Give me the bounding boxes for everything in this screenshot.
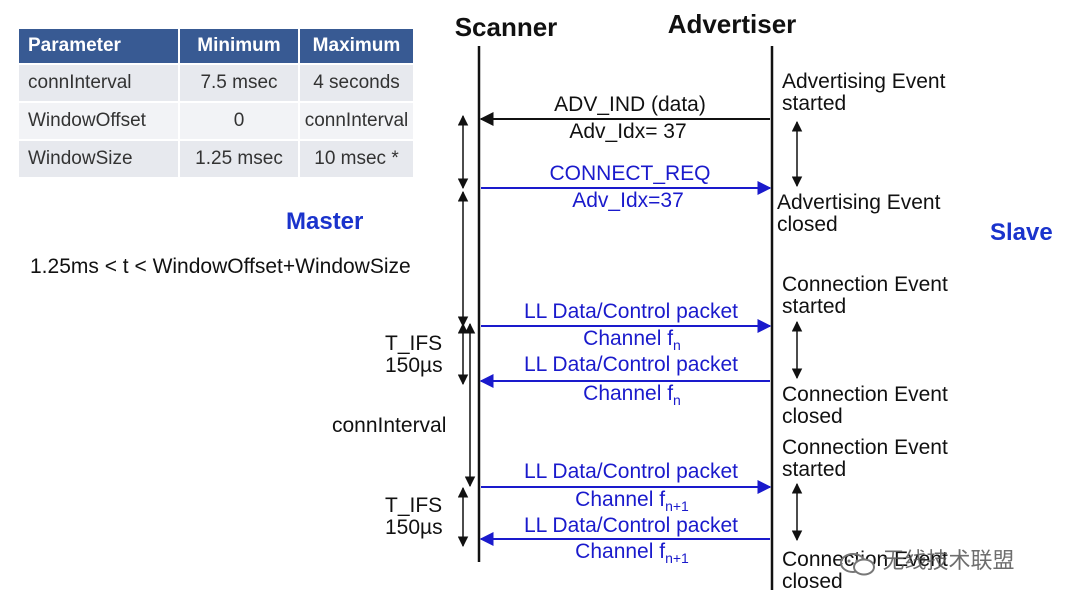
adv-event-started-1: Advertising Event bbox=[782, 70, 946, 93]
table-cell: connInterval bbox=[298, 101, 415, 141]
table-cell: 10 msec * bbox=[298, 139, 415, 179]
adv-event-closed-1: Advertising Event bbox=[777, 191, 941, 214]
adv-ind-label: ADV_IND (data) bbox=[554, 93, 706, 116]
wechat-logo-icon bbox=[840, 552, 875, 576]
connect-req-label: CONNECT_REQ bbox=[549, 162, 711, 185]
tifs-2-value: 150µs bbox=[385, 516, 443, 539]
ll-packet-2-channel: Channel fn bbox=[583, 383, 681, 411]
table-cell: 4 seconds bbox=[298, 63, 415, 103]
channel-text: Channel f bbox=[575, 540, 666, 563]
table-cell: 0 bbox=[178, 101, 300, 141]
tifs-1-label: T_IFS bbox=[385, 332, 443, 355]
channel-index: n+1 bbox=[665, 550, 689, 567]
ll-packet-4-channel: Channel fn+1 bbox=[575, 541, 689, 569]
table-cell: 7.5 msec bbox=[178, 63, 300, 103]
watermark-text: 无线技术联盟 bbox=[882, 548, 1015, 573]
advertiser-header: Advertiser bbox=[667, 9, 797, 39]
slave-label: Slave bbox=[990, 219, 1053, 246]
conn-event-1-closed-2: closed bbox=[782, 405, 843, 428]
header-minimum: Minimum bbox=[178, 27, 300, 65]
ll-packet-1-channel: Channel fn bbox=[583, 328, 681, 356]
connect-req-sub: Adv_Idx=37 bbox=[572, 189, 684, 212]
scanner-header: Scanner bbox=[454, 12, 558, 42]
channel-index: n bbox=[673, 392, 681, 409]
conn-event-2-started-2: started bbox=[782, 458, 847, 481]
tifs-1-value: 150µs bbox=[385, 354, 443, 377]
table-cell: connInterval bbox=[17, 63, 180, 103]
adv-ind-sub: Adv_Idx= 37 bbox=[569, 120, 687, 143]
table-cell: WindowOffset bbox=[17, 101, 180, 141]
conn-event-1-started-1: Connection Event bbox=[782, 273, 948, 296]
conn-event-2-started-1: Connection Event bbox=[782, 436, 948, 459]
conn-event-2-closed-2: closed bbox=[782, 570, 843, 593]
header-maximum: Maximum bbox=[298, 27, 415, 65]
adv-event-started-2: started bbox=[782, 92, 847, 115]
conn-event-1-started-2: started bbox=[782, 295, 847, 318]
ll-packet-4-label: LL Data/Control packet bbox=[523, 514, 739, 537]
parameter-table: Parameter Minimum Maximum connInterval 7… bbox=[17, 27, 415, 179]
conn-event-1-closed-1: Connection Event bbox=[782, 383, 948, 406]
master-label: Master bbox=[286, 208, 364, 235]
header-parameter: Parameter bbox=[17, 27, 180, 65]
channel-text: Channel f bbox=[583, 327, 674, 350]
table-cell: 1.25 msec bbox=[178, 139, 300, 179]
tifs-2-label: T_IFS bbox=[385, 494, 443, 517]
table-header-row: Parameter Minimum Maximum bbox=[17, 27, 415, 65]
channel-text: Channel f bbox=[575, 488, 666, 511]
table-row: connInterval 7.5 msec 4 seconds bbox=[17, 63, 415, 103]
ll-packet-1-label: LL Data/Control packet bbox=[523, 300, 739, 323]
channel-index: n bbox=[673, 337, 681, 354]
window-formula: 1.25ms < t < WindowOffset+WindowSize bbox=[30, 255, 411, 278]
ll-packet-3-channel: Channel fn+1 bbox=[575, 489, 689, 517]
table-cell: WindowSize bbox=[17, 139, 180, 179]
ll-packet-3-label: LL Data/Control packet bbox=[523, 460, 739, 483]
adv-event-closed-2: closed bbox=[777, 213, 838, 236]
conn-interval-label: connInterval bbox=[332, 414, 447, 437]
watermark: 无线技术联盟 bbox=[838, 543, 1014, 577]
channel-text: Channel f bbox=[583, 382, 674, 405]
table-row: WindowOffset 0 connInterval bbox=[17, 101, 415, 141]
channel-index: n+1 bbox=[665, 498, 689, 515]
table-row: WindowSize 1.25 msec 10 msec * bbox=[17, 139, 415, 179]
ll-packet-2-label: LL Data/Control packet bbox=[523, 353, 739, 376]
